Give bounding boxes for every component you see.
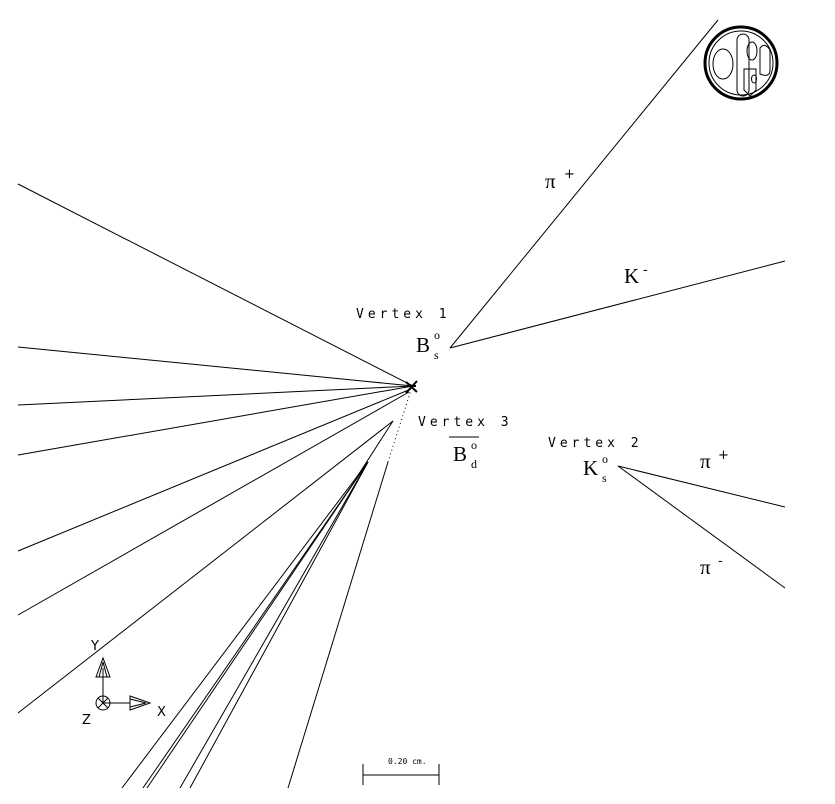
y-arrow-icon: [95, 656, 111, 678]
vertex-3-label: Vertex 3: [418, 415, 513, 430]
track: [17, 346, 414, 387]
pi-minus-track: [617, 465, 786, 589]
z-axis-cross-icon: [97, 697, 109, 709]
bs-sup: o: [434, 328, 440, 342]
pi-plus-track: [449, 19, 719, 349]
track: [121, 461, 369, 789]
bs-decay: [449, 19, 786, 349]
bs-particle: B: [416, 333, 430, 357]
bd-particle: B: [453, 442, 467, 466]
primary-vertex-marker: [405, 380, 418, 394]
ks-pi-minus-charge: -: [718, 554, 723, 569]
x-axis-label: X: [157, 705, 166, 720]
bd-sup: o: [471, 438, 477, 452]
k-minus-track: [449, 260, 786, 349]
k-minus-charge: -: [643, 263, 648, 278]
ks-pi-plus-symbol: π: [700, 449, 711, 473]
vertex-1-label: Vertex 1: [356, 307, 451, 322]
z-axis-circle-icon: [95, 695, 111, 711]
scale-bar: [362, 764, 440, 785]
primary-tracks: [17, 183, 418, 789]
track: [17, 420, 394, 714]
track: [287, 461, 389, 789]
track: [179, 461, 369, 789]
pi-plus-track: [617, 465, 786, 508]
track: [142, 461, 369, 789]
z-axis-label: Z: [82, 713, 91, 728]
ks-decay: [617, 465, 786, 589]
track: [17, 391, 410, 616]
opal-logo: [703, 25, 779, 101]
vertex-2-label: Vertex 2: [548, 436, 643, 451]
ks-sub: s: [602, 471, 607, 485]
bd-flight-path: [387, 389, 412, 463]
scale-bar-label: 0.20 cm.: [388, 757, 427, 766]
x-arrow-icon: [129, 695, 152, 711]
ks-pi-minus-symbol: π: [700, 555, 711, 579]
ks-sup: o: [602, 452, 608, 466]
y-axis-label: Y: [90, 639, 99, 654]
track: [189, 461, 369, 789]
bs-pi-plus-symbol: π: [545, 169, 556, 193]
ks-pi-plus-charge: +: [718, 448, 729, 463]
track: [146, 461, 369, 789]
ks-particle: K: [583, 456, 598, 480]
bs-sub: s: [434, 348, 439, 362]
track: [17, 385, 414, 406]
bd-sub: d: [471, 457, 477, 471]
k-minus-symbol: K: [624, 264, 639, 288]
track: [17, 385, 414, 456]
bs-pi-plus-charge: +: [564, 167, 575, 182]
track: [17, 388, 412, 552]
track: [17, 183, 414, 387]
axes-indicator: [95, 656, 152, 711]
